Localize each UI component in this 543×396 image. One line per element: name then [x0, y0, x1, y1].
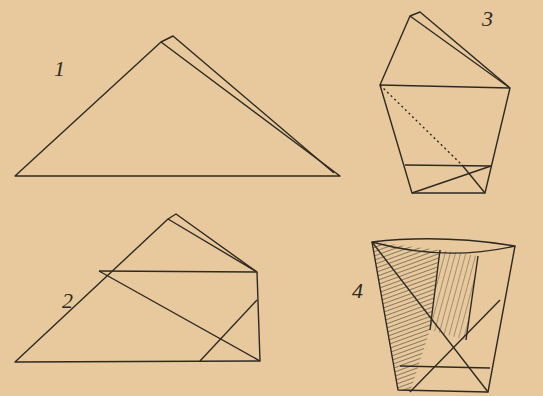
step-2-figure: [15, 214, 260, 362]
step-number: 4: [352, 280, 363, 302]
step-3-figure: [380, 12, 510, 193]
step-number: 1: [54, 58, 65, 80]
step-1-figure: [15, 36, 340, 176]
step-number: 3: [482, 8, 493, 30]
step-number: 2: [62, 290, 73, 312]
step-4-figure: [372, 239, 515, 392]
